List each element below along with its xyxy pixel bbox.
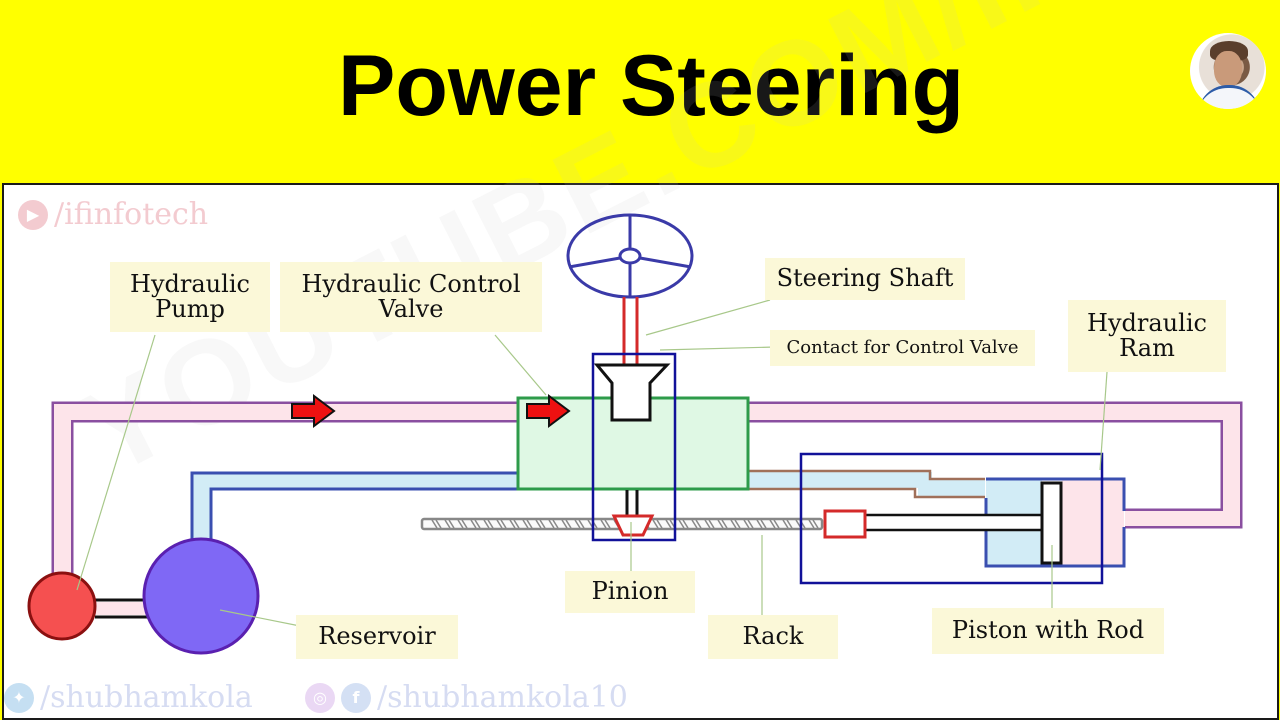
title-banner: Power Steering — [0, 0, 1280, 182]
rack-tooth — [535, 519, 542, 529]
rack-tooth — [431, 519, 438, 529]
rack-tooth — [574, 519, 581, 529]
rack-tooth — [526, 519, 533, 529]
rack-tooth — [565, 519, 572, 529]
rack-tooth — [604, 519, 611, 529]
rack-tooth — [509, 519, 516, 529]
rack-tooth — [487, 519, 494, 529]
label-steering-shaft: Steering Shaft — [765, 258, 965, 300]
avatar-face — [1214, 51, 1242, 87]
youtube-watermark: ▶ /ifinfotech — [18, 197, 208, 232]
label-rack: Rack — [708, 615, 838, 659]
reservoir — [142, 537, 260, 655]
rack-tooth — [717, 519, 724, 529]
label-line: Hydraulic Control — [301, 269, 521, 298]
label-line: Valve — [378, 295, 444, 323]
rack-tooth — [808, 519, 815, 529]
rack-tooth — [552, 519, 559, 529]
rack-tooth — [704, 519, 711, 529]
label-hydraulic-ram: Hydraulic Ram — [1068, 300, 1226, 372]
rack-tooth — [578, 519, 585, 529]
social-watermark: ◎ f /shubhamkola10 — [305, 680, 628, 715]
twitter-handle: /shubhamkola — [40, 680, 253, 715]
label-line: Hydraulic — [1087, 308, 1207, 337]
label-contact-for-control-valve: Contact for Control Valve — [770, 330, 1035, 366]
rack-tooth — [786, 519, 793, 529]
rack-tooth — [496, 519, 503, 529]
rack-tooth — [782, 519, 789, 529]
rack-tooth — [747, 519, 754, 529]
rack-tooth — [457, 519, 464, 529]
ram-feed-line — [748, 469, 985, 499]
label-line: Hydraulic — [130, 269, 250, 298]
label-piston-with-rod: Piston with Rod — [932, 608, 1164, 654]
rack-tooth — [678, 519, 685, 529]
pump-link-fill — [95, 602, 147, 615]
rack-tooth — [812, 519, 819, 529]
rack-tooth — [500, 519, 507, 529]
youtube-handle: /ifinfotech — [54, 197, 209, 232]
hydraulic-pump — [27, 571, 97, 641]
label-reservoir: Reservoir — [296, 615, 458, 659]
rack-tooth — [665, 519, 672, 529]
rack-tooth — [444, 519, 451, 529]
flow-arrow-2 — [526, 394, 571, 428]
rack-tooth — [470, 519, 477, 529]
rack-tooth — [691, 519, 698, 529]
instagram-icon: ◎ — [305, 682, 335, 713]
rack-tooth — [743, 519, 750, 529]
rack-tooth — [708, 519, 715, 529]
label-hydraulic-pump: Hydraulic Pump — [110, 262, 270, 332]
rack-tooth — [539, 519, 546, 529]
rack-tooth — [756, 519, 763, 529]
rack-tooth — [448, 519, 455, 529]
rack-rod-coupling — [823, 509, 867, 539]
twitter-icon: ✦ — [4, 682, 34, 713]
pump-reservoir-link — [95, 598, 148, 619]
page-title: Power Steering — [337, 38, 965, 134]
valve-spool — [593, 363, 671, 422]
rack-tooth — [522, 519, 529, 529]
flow-arrow-1 — [291, 394, 336, 428]
label-line: Ram — [1119, 334, 1175, 362]
pinion-shaft — [625, 490, 639, 516]
rack-tooth — [656, 519, 663, 529]
rack-tooth — [513, 519, 520, 529]
rack-tooth — [483, 519, 490, 529]
rack-tooth — [682, 519, 689, 529]
rack-tooth — [548, 519, 555, 529]
label-pinion: Pinion — [565, 571, 695, 613]
social-handle: /shubhamkola10 — [377, 680, 628, 715]
rack-tooth — [773, 519, 780, 529]
rack-tooth — [435, 519, 442, 529]
label-line: Pump — [155, 295, 225, 323]
rack-tooth — [734, 519, 741, 529]
label-hydraulic-control-valve: Hydraulic Control Valve — [280, 262, 542, 332]
focus-box-valve — [591, 352, 677, 542]
rack-tooth — [695, 519, 702, 529]
twitter-watermark: ✦ /shubhamkola — [4, 680, 253, 715]
rack-tooth — [652, 519, 659, 529]
return-line — [190, 471, 522, 540]
rack-tooth — [474, 519, 481, 529]
rack-tooth — [600, 519, 607, 529]
rack-tooth — [721, 519, 728, 529]
pinion — [611, 514, 655, 537]
youtube-icon: ▶ — [18, 199, 48, 230]
focus-box-ram — [799, 452, 1104, 585]
rack-tooth — [730, 519, 737, 529]
rack-tooth — [760, 519, 767, 529]
steering-wheel — [566, 213, 694, 299]
avatar — [1190, 33, 1266, 109]
rack-tooth — [769, 519, 776, 529]
rack-tooth — [561, 519, 568, 529]
leader-lines — [76, 299, 1108, 627]
rack-tooth — [461, 519, 468, 529]
facebook-icon: f — [341, 682, 371, 713]
